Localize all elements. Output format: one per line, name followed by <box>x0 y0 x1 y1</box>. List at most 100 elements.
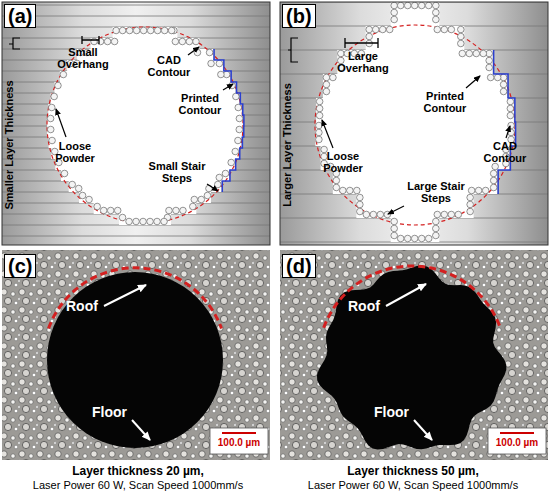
powder-particle <box>161 218 168 225</box>
powder-particle <box>357 194 364 201</box>
powder-particle <box>366 33 373 40</box>
powder-particle <box>357 201 364 208</box>
powder-particle <box>411 2 418 9</box>
micrograph-hole <box>317 265 506 449</box>
powder-particle <box>333 177 340 184</box>
callout-label: Loose Powder <box>50 140 100 164</box>
layer-lines <box>2 5 270 236</box>
powder-particle <box>459 50 466 57</box>
layer-lines <box>280 2 548 242</box>
powder-particle <box>467 201 474 208</box>
powder-particle <box>321 146 328 153</box>
powder-particle <box>366 26 373 33</box>
powder-particle <box>458 33 465 40</box>
hole-band <box>47 115 243 126</box>
panel-letter: (d) <box>282 254 316 278</box>
powder <box>316 2 515 242</box>
powder-particle <box>49 137 56 144</box>
powder-particle <box>425 235 432 242</box>
hole-band <box>60 71 230 82</box>
powder-particle <box>333 184 340 191</box>
powder-particle <box>434 211 441 218</box>
powder-particle <box>69 181 76 188</box>
powder-particle <box>161 27 168 34</box>
powder-particle <box>321 153 328 160</box>
powder-particle <box>140 27 147 34</box>
powder-particle <box>113 27 120 34</box>
powder-particle <box>487 74 494 81</box>
powder-particle <box>391 225 398 232</box>
powder-particle <box>384 211 391 218</box>
powder-particle <box>208 60 215 67</box>
powder-particle <box>411 235 418 242</box>
powder-particle <box>357 208 364 215</box>
hole-band <box>91 38 200 49</box>
powder-particle <box>490 184 497 191</box>
powder-particle <box>168 27 175 34</box>
powder-particle <box>133 218 140 225</box>
cad-contour <box>315 25 515 225</box>
callout-label: CAD Contour <box>145 54 193 78</box>
powder-particle <box>204 192 211 199</box>
powder-particle <box>466 50 473 57</box>
powder-particle <box>494 74 501 81</box>
hole-band <box>356 194 473 218</box>
powder-particle <box>370 211 377 218</box>
panel-letter: (c) <box>4 254 36 278</box>
powder-particle <box>111 38 118 45</box>
powder-particle <box>482 187 489 194</box>
powder-particle <box>391 9 398 16</box>
hole-band <box>391 218 440 242</box>
scale-bar-label: 100.0 µm <box>488 437 546 449</box>
panel-letter: (a) <box>4 4 36 28</box>
axis-label: Larger Layer Thickness <box>281 83 293 207</box>
printed-contour <box>214 49 244 192</box>
hole-band <box>315 122 514 146</box>
powder-particle <box>206 49 213 56</box>
powder-particle <box>475 187 482 194</box>
callout-label: Large Stair Steps <box>404 180 468 204</box>
layer-line <box>2 5 270 6</box>
panel-caption: Laser Power 60 W, Scan Speed 1000mm/s <box>276 479 550 492</box>
scale-bar-label: 100.0 µm <box>210 437 268 449</box>
powder-particle <box>507 112 514 119</box>
powder-particle <box>323 81 330 88</box>
powder-particle <box>507 105 514 112</box>
powder-particle <box>154 218 161 225</box>
axis-label: Smaller Layer Thickness <box>3 80 15 209</box>
powder-particle <box>323 74 330 81</box>
powder-particle <box>441 211 448 218</box>
powder-particle <box>104 38 111 45</box>
powder-particle <box>316 112 323 119</box>
powder-particle <box>198 196 205 203</box>
hole-band <box>113 27 178 38</box>
hole-band <box>54 82 235 93</box>
powder-particle <box>228 159 235 166</box>
powder-particle <box>391 232 398 239</box>
callout-label: Printed Contour <box>420 90 470 114</box>
powder-particle <box>172 38 179 45</box>
powder-particle <box>216 60 223 67</box>
hole-band <box>316 98 514 122</box>
powder-particle <box>448 211 455 218</box>
powder-particle <box>425 2 432 9</box>
callout-label: Small Stair Steps <box>145 160 209 184</box>
panel-caption: Laser Power 60 W, Scan Speed 1000mm/s <box>0 479 276 492</box>
powder-particle <box>467 194 474 201</box>
powder-particle <box>492 163 499 170</box>
powder-particle <box>473 50 480 57</box>
powder-particle <box>216 174 223 181</box>
powder-particle <box>455 211 462 218</box>
powder-particle <box>467 208 474 215</box>
powder-particle <box>61 170 68 177</box>
powder-particle <box>486 64 493 71</box>
powder-particle <box>166 207 173 214</box>
powder-particle <box>338 50 345 57</box>
powder-particle <box>215 181 222 188</box>
powder-particle <box>323 88 330 95</box>
callout-label: Small Overhang <box>52 46 114 70</box>
hole <box>315 2 514 242</box>
hole-band <box>366 26 465 50</box>
powder-particle <box>235 137 242 144</box>
powder-particle <box>434 26 441 33</box>
